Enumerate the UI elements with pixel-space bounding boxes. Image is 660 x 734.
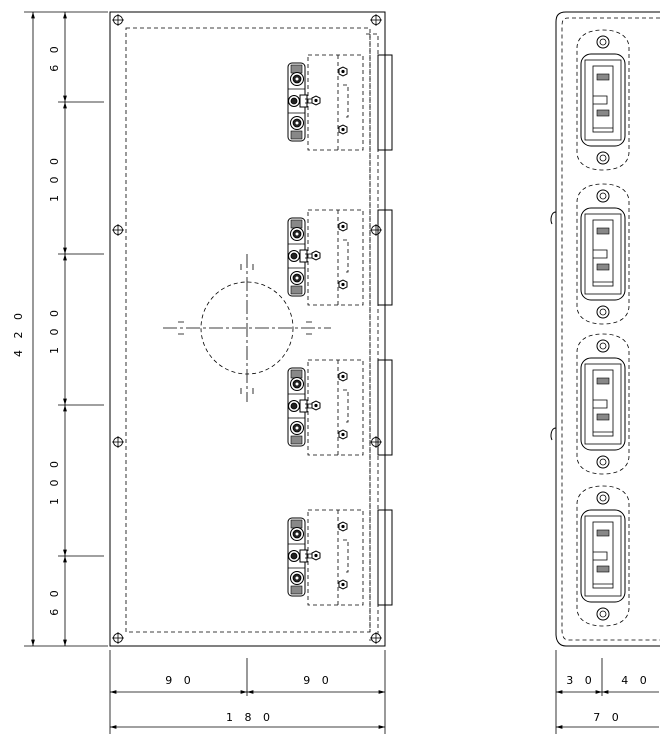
dim-segment-2: 1 0 0 xyxy=(48,154,61,202)
fitting-assembly-2 xyxy=(287,209,364,306)
dim-half-right: 9 0 xyxy=(303,674,333,687)
side-view xyxy=(550,11,660,647)
connector-flanges xyxy=(377,54,393,606)
side-connector-4 xyxy=(576,485,630,627)
fitting-assembly-3 xyxy=(287,359,364,456)
dim-segment-3: 1 0 0 xyxy=(48,306,61,354)
dimension-lines xyxy=(24,11,659,734)
dim-segment-5: 6 0 xyxy=(48,586,61,616)
fitting-assembly-4 xyxy=(287,509,364,606)
cable-hole xyxy=(163,254,331,402)
dim-segment-4: 1 0 0 xyxy=(48,457,61,505)
dim-side-total: 7 0 xyxy=(593,711,623,724)
dim-segment-1: 6 0 xyxy=(48,42,61,72)
front-view xyxy=(109,11,393,647)
dim-side-a: 3 0 xyxy=(566,674,596,687)
dim-overall-height: 4 2 0 xyxy=(12,309,25,357)
side-connector-3 xyxy=(576,333,630,475)
fitting-assembly-1 xyxy=(287,54,364,151)
front-inner-boundary xyxy=(125,27,371,633)
dim-side-b: 4 0 xyxy=(621,674,651,687)
front-panel-outline xyxy=(109,11,386,647)
dim-half-left: 9 0 xyxy=(165,674,195,687)
side-panel-outline xyxy=(555,11,660,647)
dim-total-width: 1 8 0 xyxy=(226,711,274,724)
side-connector-2 xyxy=(576,183,630,325)
side-connector-1 xyxy=(576,29,630,171)
